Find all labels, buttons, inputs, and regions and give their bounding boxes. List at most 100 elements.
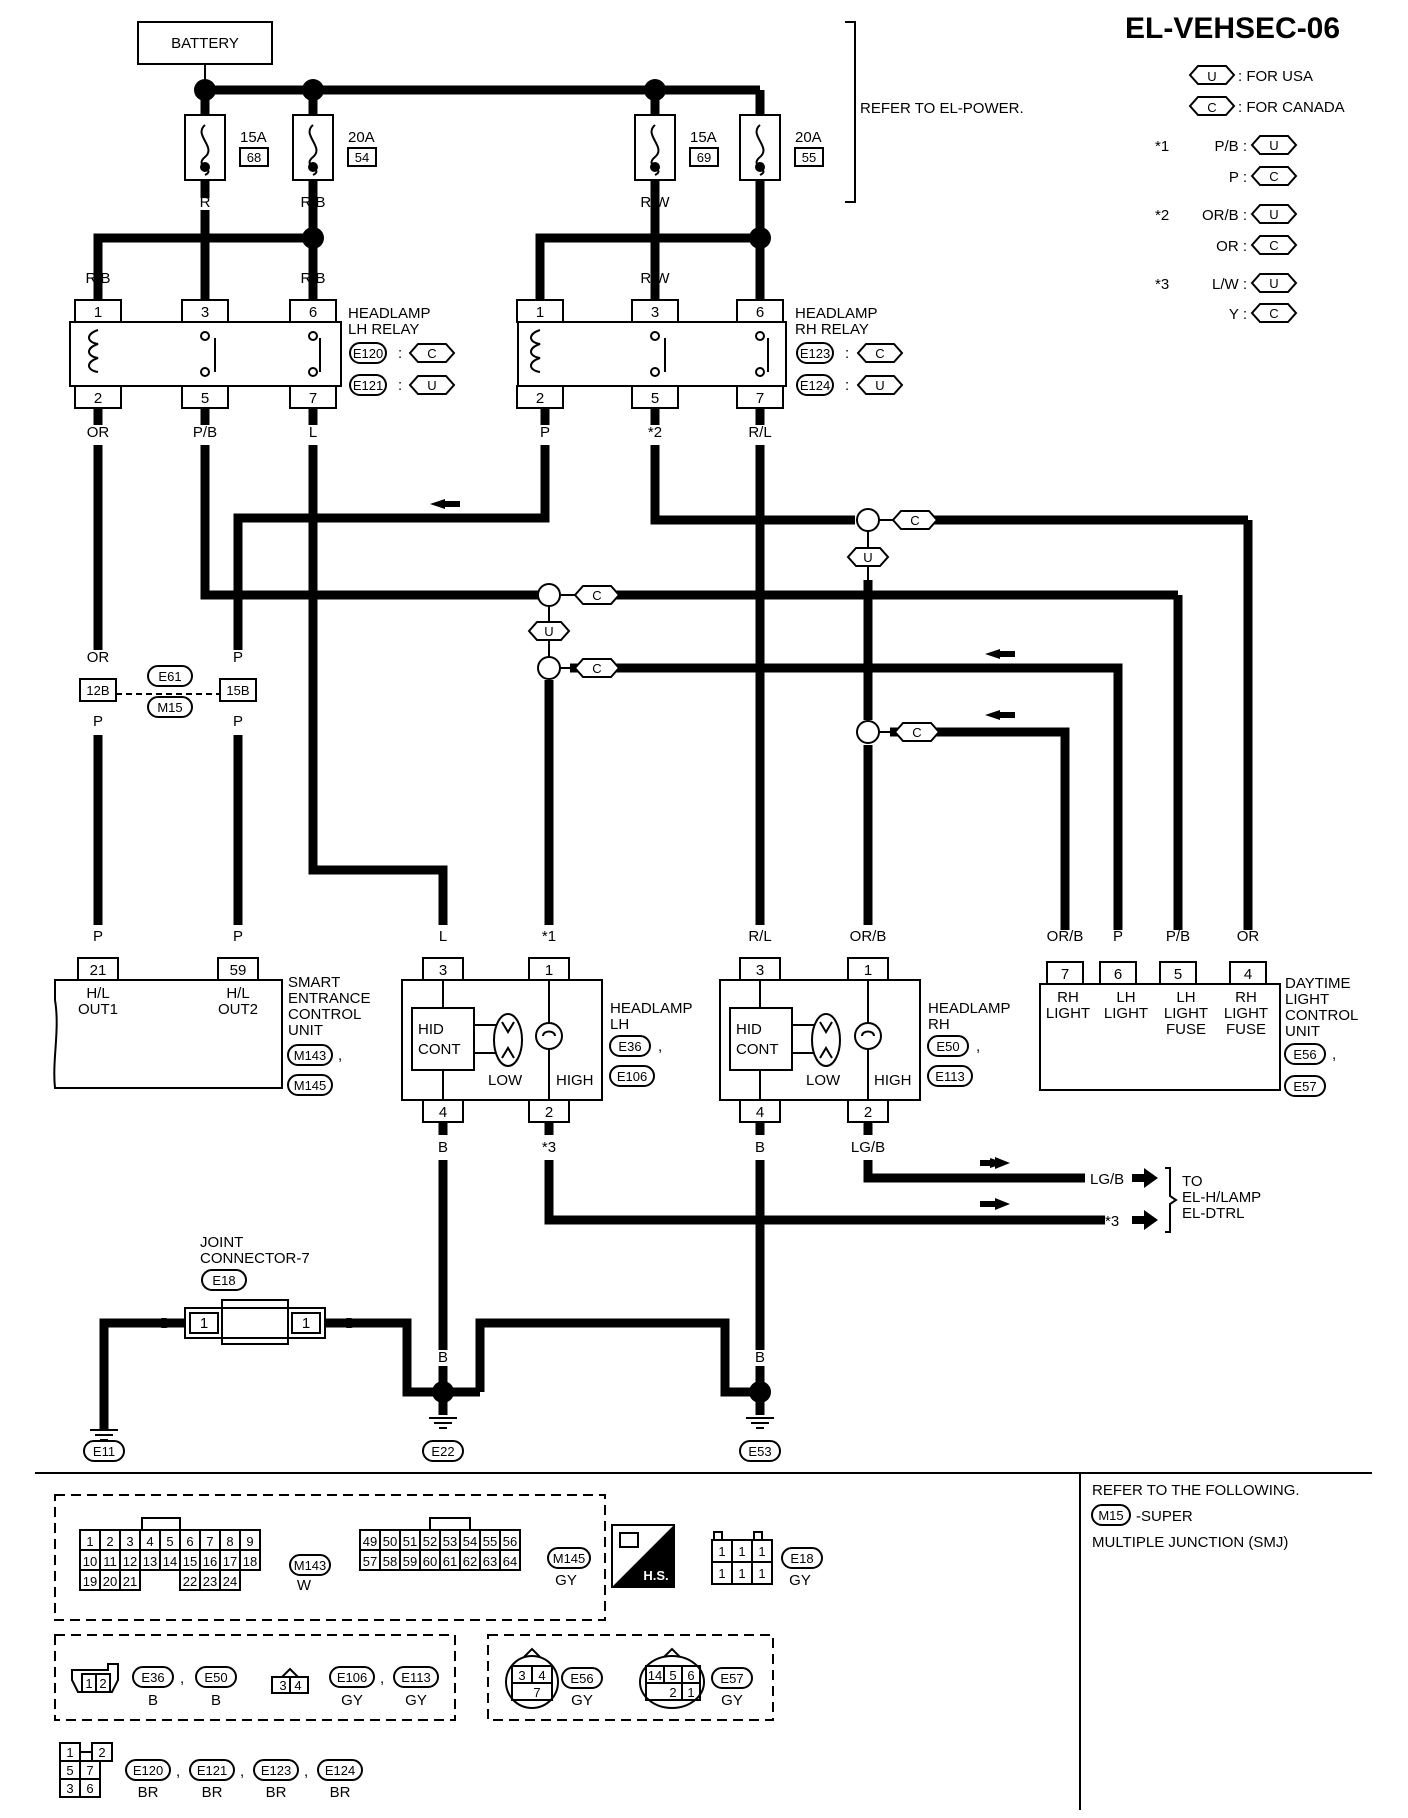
svg-text:5: 5 <box>201 390 209 407</box>
svg-text:4: 4 <box>1244 966 1252 983</box>
svg-text:U: U <box>1269 276 1278 291</box>
svg-text:HID: HID <box>418 1021 444 1038</box>
pin-label: 19 <box>83 1574 97 1589</box>
svg-text:B: B <box>720 1349 730 1366</box>
pin-label: 58 <box>383 1554 397 1569</box>
svg-text:R: R <box>755 194 766 211</box>
svg-text:GY: GY <box>571 1692 593 1709</box>
svg-text:R: R <box>535 270 546 287</box>
svg-text:OR: OR <box>87 649 110 666</box>
svg-text:E36: E36 <box>618 1039 641 1054</box>
svg-text:E120: E120 <box>353 346 383 361</box>
pin-label: 61 <box>443 1554 457 1569</box>
svg-text:LIGHT: LIGHT <box>1224 1005 1268 1022</box>
pin-label: 7 <box>206 1534 213 1549</box>
svg-text:P: P <box>540 424 550 441</box>
pin-label: 14 <box>163 1554 177 1569</box>
svg-text:*3: *3 <box>542 1139 556 1156</box>
pin-label: 5 <box>166 1534 173 1549</box>
svg-text:LH RELAY: LH RELAY <box>348 321 419 338</box>
svg-text:2: 2 <box>536 390 544 407</box>
svg-text:L: L <box>439 928 447 945</box>
svg-text:R: R <box>200 270 211 287</box>
svg-text:E124: E124 <box>325 1763 355 1778</box>
svg-text:EL-H/LAMP: EL-H/LAMP <box>1182 1189 1261 1206</box>
svg-text::: : <box>845 345 849 362</box>
svg-text:M145: M145 <box>553 1551 586 1566</box>
svg-text:3: 3 <box>439 962 447 979</box>
svg-text:Y :: Y : <box>1229 306 1247 323</box>
svg-text:20A: 20A <box>795 129 822 146</box>
svg-text:12B: 12B <box>86 683 109 698</box>
svg-text:6: 6 <box>309 304 317 321</box>
svg-text:M15: M15 <box>1098 1508 1123 1523</box>
svg-text:E11: E11 <box>93 1444 115 1459</box>
svg-text:C: C <box>592 588 601 603</box>
pin-label: 9 <box>246 1534 253 1549</box>
svg-text:2: 2 <box>94 390 102 407</box>
svg-text:,: , <box>658 1038 662 1055</box>
svg-text:M15: M15 <box>157 700 182 715</box>
connector-e36: 1 2 <box>71 1663 119 1693</box>
svg-text:*2: *2 <box>1155 207 1169 224</box>
svg-text:,: , <box>976 1038 980 1055</box>
svg-text:5: 5 <box>669 1668 676 1683</box>
pin-label: 1 <box>86 1534 93 1549</box>
svg-text:CONTROL: CONTROL <box>1285 1007 1358 1024</box>
svg-text:,: , <box>338 1047 342 1064</box>
svg-text:P: P <box>233 928 243 945</box>
svg-text:C: C <box>427 346 436 361</box>
svg-text:7: 7 <box>1061 966 1069 983</box>
svg-text:1: 1 <box>687 1685 694 1700</box>
svg-text:B: B <box>99 1349 109 1366</box>
pin-label: 53 <box>443 1534 457 1549</box>
svg-text:U: U <box>863 550 872 565</box>
svg-text:H.S.: H.S. <box>643 1568 668 1583</box>
svg-text:L: L <box>309 424 317 441</box>
pin-label: 59 <box>403 1554 417 1569</box>
svg-text:OUT1: OUT1 <box>78 1001 118 1018</box>
svg-text:GY: GY <box>721 1692 743 1709</box>
svg-text:6: 6 <box>756 304 764 321</box>
svg-text::: : <box>398 345 402 362</box>
svg-text:REFER TO EL-POWER.: REFER TO EL-POWER. <box>860 100 1024 117</box>
svg-text:LG/B: LG/B <box>1090 1171 1124 1188</box>
pin-label: 3 <box>126 1534 133 1549</box>
svg-text:U: U <box>1269 207 1278 222</box>
pin-label: 12 <box>123 1554 137 1569</box>
svg-text:HIGH: HIGH <box>556 1072 594 1089</box>
svg-text:1: 1 <box>85 1676 92 1691</box>
svg-text:OR/B :: OR/B : <box>1202 207 1247 224</box>
pin-label: 56 <box>503 1534 517 1549</box>
svg-text:P/B :: P/B : <box>1214 138 1247 155</box>
harness-side-icon: H.S. <box>611 1524 675 1588</box>
svg-text:C: C <box>1207 100 1216 115</box>
svg-text:OR :: OR : <box>1216 238 1247 255</box>
svg-text:E22: E22 <box>431 1444 454 1459</box>
svg-text:R/W: R/W <box>640 194 670 211</box>
svg-text:5: 5 <box>1174 966 1182 983</box>
svg-text:P: P <box>233 713 243 730</box>
svg-text:BR: BR <box>266 1784 287 1801</box>
svg-text:L/W :: L/W : <box>1212 276 1247 293</box>
headlamp-rh: 3 1 HID CONT LOW HIGH 4 2 HEADLAMP RH E5… <box>719 957 1011 1123</box>
fuse-54: 20A 54 <box>292 90 377 181</box>
svg-text:P/B: P/B <box>193 424 217 441</box>
pin-label: 54 <box>463 1534 477 1549</box>
svg-text:B: B <box>160 1315 170 1332</box>
pin-label: 4 <box>146 1534 153 1549</box>
svg-text:OR/B: OR/B <box>850 928 887 945</box>
headlamp-lh-relay: 1 3 6 2 5 7 HEADLAMP LH RELAY E120 : C E… <box>69 299 456 409</box>
svg-text:BR: BR <box>330 1784 351 1801</box>
svg-text:MULTIPLE JUNCTION (SMJ): MULTIPLE JUNCTION (SMJ) <box>1092 1534 1288 1551</box>
svg-text:LG/B: LG/B <box>851 1139 885 1156</box>
pin-label: 10 <box>83 1554 97 1569</box>
svg-text:HEADLAMP: HEADLAMP <box>610 1000 693 1017</box>
pin-label: 1 <box>718 1544 725 1559</box>
svg-text:B: B <box>755 1139 765 1156</box>
svg-text:,: , <box>304 1763 308 1780</box>
svg-text:HEADLAMP: HEADLAMP <box>928 1000 1011 1017</box>
svg-text:OR: OR <box>87 424 110 441</box>
